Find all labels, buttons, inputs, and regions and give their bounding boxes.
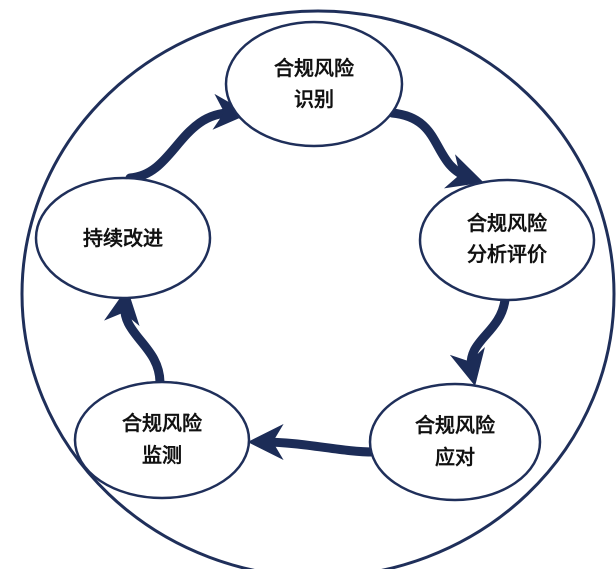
node-improve-ellipse — [34, 176, 212, 300]
node-identify-subtitle: 识别 — [294, 87, 334, 111]
node-respond-ellipse — [368, 382, 542, 502]
node-monitor: 合规风险 监测 — [73, 380, 251, 500]
node-assess-ellipse — [418, 178, 596, 302]
node-monitor-ellipse — [73, 380, 251, 500]
node-identify-title: 合规风险 — [274, 56, 355, 80]
node-respond-title: 合规风险 — [415, 413, 496, 437]
arrow-assess-to-respond — [449, 295, 510, 387]
node-improve: 持续改进 — [34, 176, 212, 300]
arrow-improve-to-identify — [125, 93, 250, 183]
arrow-respond-to-monitor — [247, 424, 379, 461]
node-monitor-title: 合规风险 — [122, 411, 203, 435]
node-monitor-subtitle: 监测 — [142, 443, 182, 467]
node-assess-title: 合规风险 — [467, 211, 548, 235]
node-identify: 合规风险 识别 — [224, 20, 404, 148]
node-respond: 合规风险 应对 — [368, 382, 542, 502]
node-identify-ellipse — [224, 20, 404, 148]
node-improve-title: 持续改进 — [83, 226, 163, 250]
arrow-monitor-to-improve — [103, 287, 165, 388]
node-assess-subtitle: 分析评价 — [467, 242, 548, 266]
arrow-identify-to-assess — [387, 108, 484, 189]
outer-cycle-circle — [20, 9, 616, 569]
node-respond-subtitle: 应对 — [435, 445, 475, 469]
node-assess: 合规风险 分析评价 — [418, 178, 596, 302]
